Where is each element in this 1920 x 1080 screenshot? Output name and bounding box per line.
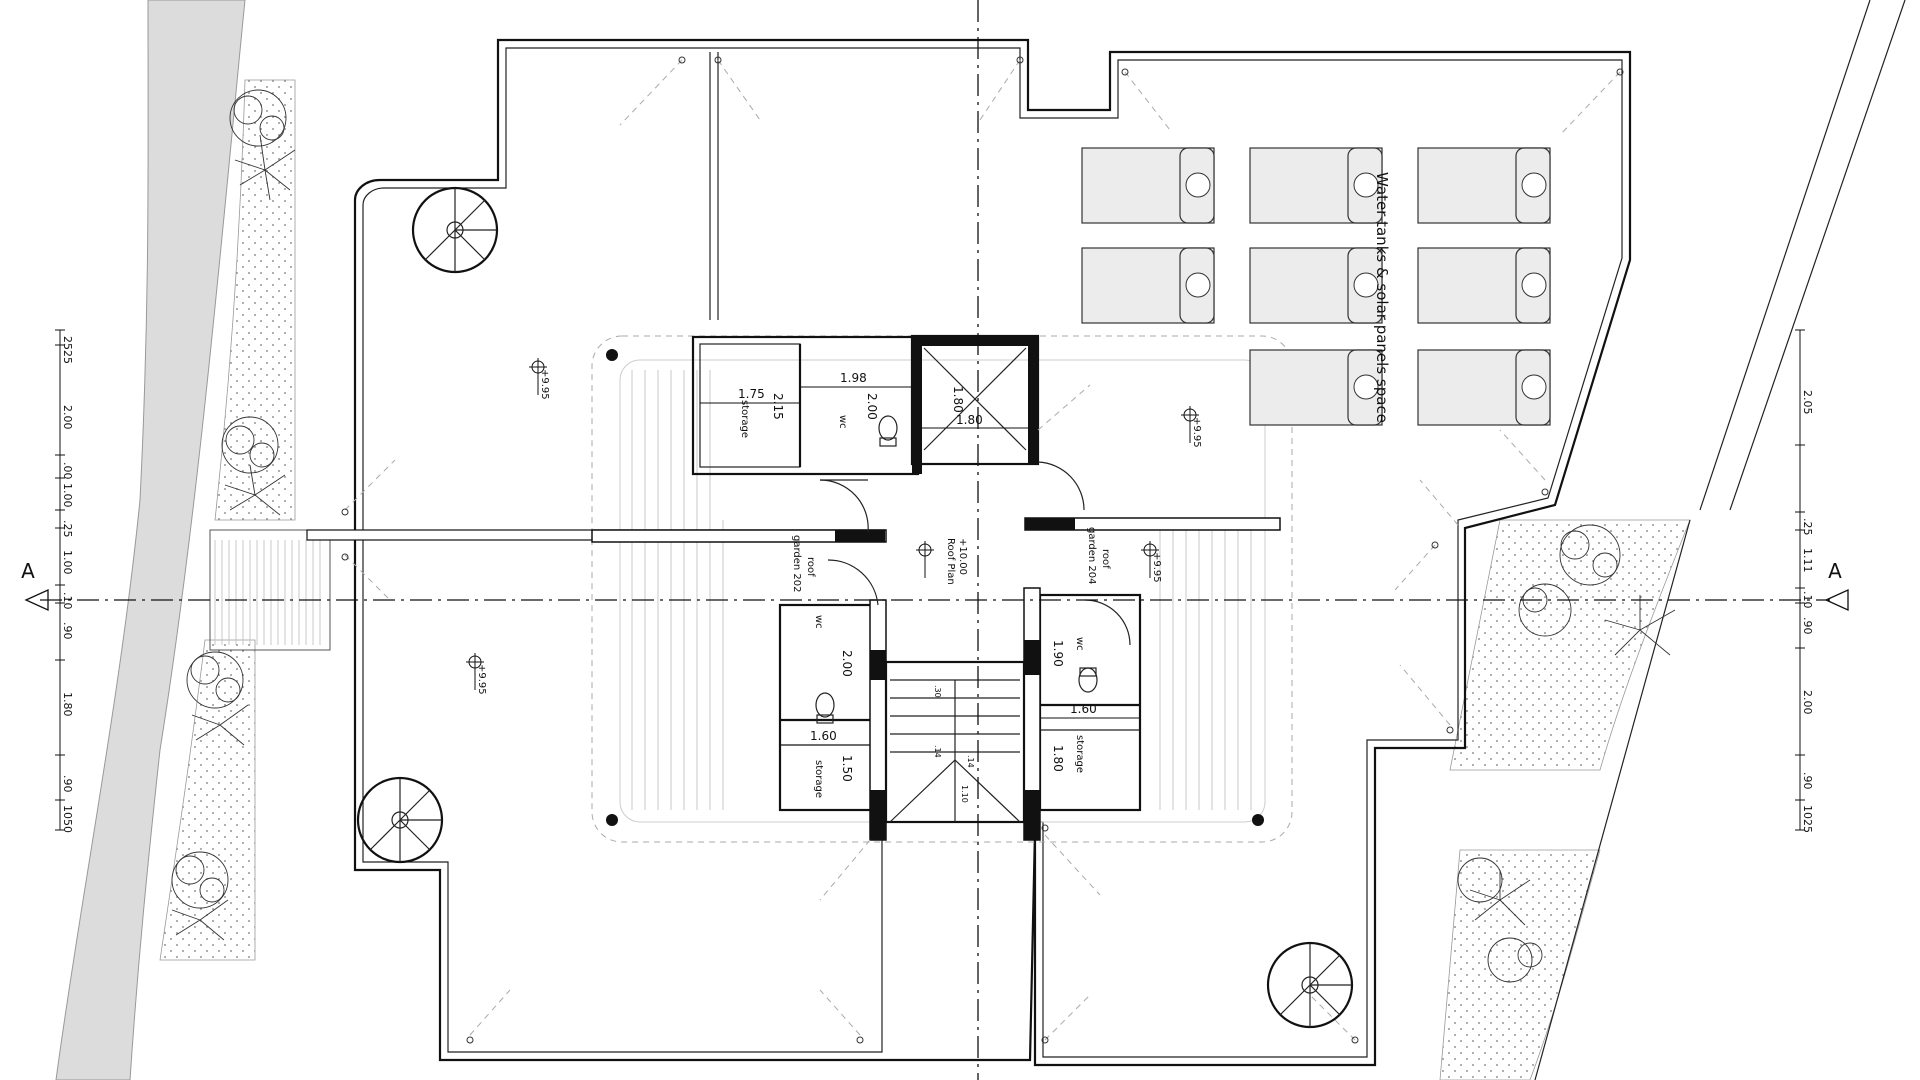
level-marker-bottom-left: +9.95 bbox=[466, 653, 487, 695]
svg-text:.14: .14 bbox=[933, 745, 942, 758]
room-label-wc-right: wc bbox=[1074, 637, 1085, 651]
svg-text:1025: 1025 bbox=[1801, 805, 1814, 833]
svg-text:1.11: 1.11 bbox=[1801, 548, 1814, 573]
left-service-block bbox=[778, 559, 887, 841]
roof-outline bbox=[353, 38, 1632, 1067]
svg-text:2.05: 2.05 bbox=[1801, 390, 1814, 415]
svg-text:+9.95: +9.95 bbox=[1191, 417, 1202, 448]
tree-left-2 bbox=[221, 416, 286, 516]
section-marker-left-label: A bbox=[21, 559, 35, 583]
drain-points bbox=[341, 56, 1624, 1044]
level-marker-center bbox=[916, 541, 934, 578]
roof-plan-label: Roof Plan +10.00 bbox=[945, 538, 968, 585]
level-marker-top-left: +9.95 bbox=[529, 358, 550, 400]
entrance-bridge bbox=[209, 529, 331, 651]
svg-text:1050: 1050 bbox=[61, 805, 74, 833]
svg-text:.90: .90 bbox=[1801, 772, 1814, 790]
svg-text:garden 202: garden 202 bbox=[791, 535, 802, 593]
svg-text:garden 204: garden 204 bbox=[1086, 527, 1097, 585]
svg-text:2.00: 2.00 bbox=[1801, 690, 1814, 715]
section-marker-right-label: A bbox=[1828, 559, 1842, 583]
planter-right-lower bbox=[1439, 849, 1601, 1080]
svg-text:.10: .10 bbox=[1801, 591, 1814, 609]
svg-text:.90: .90 bbox=[61, 622, 74, 640]
room-label-storage-top: storage bbox=[739, 400, 750, 438]
left-dimension-chain: 2525 2.00 .00 1.00 .25 1.00 .10 .90 1.80… bbox=[55, 329, 74, 833]
garden-204-label: roof garden 204 bbox=[1086, 527, 1111, 585]
drainage-lines bbox=[344, 59, 1621, 1041]
spiral-stair-bottom-right bbox=[1266, 941, 1354, 1029]
svg-text:1.80: 1.80 bbox=[956, 413, 983, 427]
planter-right-upper bbox=[1449, 519, 1691, 771]
svg-text:2525: 2525 bbox=[61, 336, 74, 364]
road-strip bbox=[55, 0, 246, 1080]
top-service-block bbox=[691, 334, 1085, 533]
garden-202-label: roof garden 202 bbox=[791, 535, 816, 593]
tree-left-4 bbox=[171, 851, 229, 941]
planter-left-lower bbox=[159, 639, 256, 961]
room-dimensions: 1.75 2.15 1.98 2.00 1.80 1.80 2.00 1.60 … bbox=[700, 371, 1140, 803]
section-marker-right: A bbox=[1824, 559, 1849, 612]
svg-text:.90: .90 bbox=[1801, 617, 1814, 635]
right-boundary bbox=[1699, 0, 1906, 511]
svg-text:1.10: 1.10 bbox=[960, 785, 969, 803]
svg-text:+9.95: +9.95 bbox=[1151, 552, 1162, 583]
svg-text:roof: roof bbox=[1100, 549, 1111, 569]
svg-text:Roof Plan: Roof Plan bbox=[945, 538, 956, 585]
svg-text:1.80: 1.80 bbox=[1051, 745, 1065, 772]
svg-text:1.50: 1.50 bbox=[840, 755, 854, 782]
svg-text:.25: .25 bbox=[61, 520, 74, 538]
svg-text:roof: roof bbox=[805, 557, 816, 577]
section-marker-left: A bbox=[21, 559, 49, 612]
tree-right-3 bbox=[1457, 857, 1543, 983]
svg-text:2.15: 2.15 bbox=[771, 393, 785, 420]
spiral-stair-bottom-left bbox=[356, 776, 444, 864]
solar-panels bbox=[1081, 147, 1551, 426]
planter-left-upper bbox=[214, 79, 296, 521]
svg-text:.00 1.00: .00 1.00 bbox=[61, 462, 74, 507]
svg-text:+10.00: +10.00 bbox=[957, 538, 968, 575]
solar-space-label: Water tanks & solar panels space bbox=[1373, 172, 1391, 423]
svg-text:1.90: 1.90 bbox=[1051, 640, 1065, 667]
svg-text:2.00: 2.00 bbox=[61, 405, 74, 430]
room-label-storage-right: storage bbox=[1074, 735, 1085, 773]
room-label-wc-left: wc bbox=[813, 615, 824, 629]
svg-text:2.00: 2.00 bbox=[865, 393, 879, 420]
svg-text:+9.95: +9.95 bbox=[539, 369, 550, 400]
central-stair bbox=[884, 660, 1026, 824]
level-markers: +9.95 +9.95 +9.95 +9.95 bbox=[466, 358, 1202, 695]
landscape-trees bbox=[171, 89, 1676, 983]
svg-text:.14: .14 bbox=[966, 755, 975, 768]
panel-row-1 bbox=[1081, 147, 1551, 224]
panel-row-3 bbox=[1249, 349, 1551, 426]
spiral-stair-top-left bbox=[411, 186, 499, 274]
svg-text:.90: .90 bbox=[61, 775, 74, 793]
level-marker-top-right: +9.95 bbox=[1181, 406, 1202, 448]
svg-text:.25: .25 bbox=[1801, 518, 1814, 536]
svg-text:1.00: 1.00 bbox=[61, 550, 74, 575]
room-label-storage-left: storage bbox=[813, 760, 824, 798]
tree-left-3 bbox=[186, 651, 249, 746]
panel-row-2 bbox=[1081, 247, 1551, 324]
svg-text:1.80: 1.80 bbox=[951, 386, 965, 413]
svg-text:1.60: 1.60 bbox=[1070, 702, 1097, 716]
svg-text:1.80: 1.80 bbox=[61, 692, 74, 717]
svg-text:1.75: 1.75 bbox=[738, 387, 765, 401]
svg-text:2.00: 2.00 bbox=[840, 650, 854, 677]
room-label-wc-top: wc bbox=[837, 415, 848, 429]
ramp-area bbox=[591, 335, 1293, 843]
parapet-walls bbox=[306, 52, 1281, 543]
tree-left-1 bbox=[229, 89, 296, 201]
toilet-fixtures bbox=[815, 415, 1098, 724]
svg-text:1.60: 1.60 bbox=[810, 729, 837, 743]
tree-right-1 bbox=[1559, 524, 1676, 656]
level-marker-mid-right: +9.95 bbox=[1141, 541, 1162, 583]
svg-text:.30: .30 bbox=[933, 685, 942, 698]
svg-text:+9.95: +9.95 bbox=[476, 664, 487, 695]
svg-text:.10: .10 bbox=[61, 592, 74, 610]
svg-text:1.98: 1.98 bbox=[840, 371, 867, 385]
right-dimension-chain: 2.05 .25 1.11 .10 .90 2.00 .90 1025 bbox=[1795, 329, 1814, 833]
